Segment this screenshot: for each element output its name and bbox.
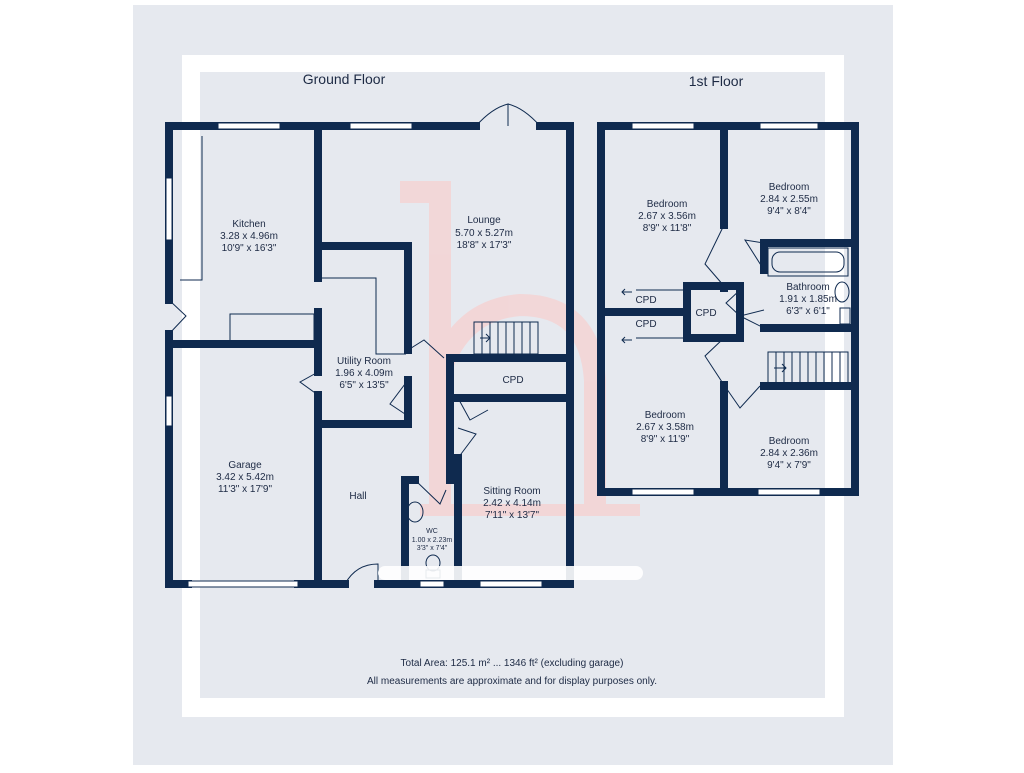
- ground-floor-fixtures: [168, 103, 541, 585]
- bedroom1-name: Bedroom: [647, 199, 688, 210]
- bathroom-name: Bathroom: [786, 282, 829, 293]
- room-sitting: Sitting Room 2.42 x 4.14m 7'11" x 13'7": [483, 486, 541, 521]
- first-floor: 1st Floor: [597, 73, 859, 496]
- kitchen-name: Kitchen: [232, 219, 265, 230]
- bedroom3-metric: 2.67 x 3.58m: [636, 422, 694, 433]
- garage-name: Garage: [228, 460, 262, 471]
- first-floor-windows: [631, 122, 821, 496]
- first-cpd-2: CPD: [695, 308, 716, 319]
- room-garage: Garage 3.42 x 5.42m 11'3" x 17'9": [216, 460, 274, 495]
- wc-metric: 1.00 x 2.23m: [412, 537, 453, 544]
- lounge-metric: 5.70 x 5.27m: [455, 228, 513, 239]
- room-wc: WC 1.00 x 2.23m 3'3" x 7'4": [412, 528, 453, 552]
- wc-imperial: 3'3" x 7'4": [417, 545, 448, 552]
- bedroom4-metric: 2.84 x 2.36m: [760, 448, 818, 459]
- bedroom1-metric: 2.67 x 3.56m: [638, 211, 696, 222]
- room-bedroom-3: Bedroom 2.67 x 3.58m 8'9" x 11'9": [636, 410, 694, 445]
- bathroom-imperial: 6'3" x 6'1": [786, 306, 830, 317]
- ground-cpd-name: CPD: [502, 375, 523, 386]
- first-floor-fixtures: [621, 224, 851, 409]
- utility-name: Utility Room: [337, 356, 391, 367]
- hall-name: Hall: [349, 491, 366, 502]
- disclaimer-text: All measurements are approximate and for…: [367, 676, 657, 687]
- first-cpd-1: CPD: [635, 295, 656, 306]
- ground-floor-title: Ground Floor: [303, 71, 386, 87]
- first-floor-title: 1st Floor: [689, 73, 744, 89]
- wc-name: WC: [426, 528, 438, 535]
- bathroom-metric: 1.91 x 1.85m: [779, 294, 837, 305]
- room-bedroom-4: Bedroom 2.84 x 2.36m 9'4" x 7'9": [760, 436, 818, 471]
- ground-floor-windows: [165, 122, 543, 588]
- ground-floor: Ground Floor: [165, 71, 574, 588]
- bedroom3-name: Bedroom: [645, 410, 686, 421]
- room-kitchen: Kitchen 3.28 x 4.96m 10'9" x 16'3": [220, 219, 278, 254]
- kitchen-metric: 3.28 x 4.96m: [220, 231, 278, 242]
- bedroom1-imperial: 8'9" x 11'8": [643, 223, 692, 234]
- lounge-imperial: 18'8" x 17'3": [457, 240, 512, 251]
- total-area-text: Total Area: 125.1 m² ... 1346 ft² (exclu…: [401, 658, 624, 669]
- room-bathroom: Bathroom 1.91 x 1.85m 6'3" x 6'1": [779, 282, 837, 317]
- first-cpd-3: CPD: [635, 319, 656, 330]
- kitchen-imperial: 10'9" x 16'3": [222, 243, 277, 254]
- lounge-name: Lounge: [467, 215, 501, 226]
- room-bedroom-2: Bedroom 2.84 x 2.55m 9'4" x 8'4": [760, 182, 818, 217]
- utility-metric: 1.96 x 4.09m: [335, 368, 393, 379]
- bedroom3-imperial: 8'9" x 11'9": [641, 434, 690, 445]
- bedroom2-name: Bedroom: [769, 182, 810, 193]
- bedroom4-name: Bedroom: [769, 436, 810, 447]
- room-bedroom-1: Bedroom 2.67 x 3.56m 8'9" x 11'8": [638, 199, 696, 234]
- bedroom4-imperial: 9'4" x 7'9": [767, 460, 811, 471]
- overlay-band: [378, 566, 643, 580]
- sitting-imperial: 7'11" x 13'7": [485, 510, 540, 521]
- room-lounge: Lounge 5.70 x 5.27m 18'8" x 17'3": [455, 215, 513, 251]
- sitting-name: Sitting Room: [483, 486, 540, 497]
- garage-imperial: 11'3" x 17'9": [218, 484, 273, 495]
- bedroom2-metric: 2.84 x 2.55m: [760, 194, 818, 205]
- sitting-metric: 2.42 x 4.14m: [483, 498, 541, 509]
- bedroom2-imperial: 9'4" x 8'4": [767, 206, 811, 217]
- garage-metric: 3.42 x 5.42m: [216, 472, 274, 483]
- utility-imperial: 6'5" x 13'5": [339, 380, 389, 391]
- room-utility: Utility Room 1.96 x 4.09m 6'5" x 13'5": [335, 356, 393, 391]
